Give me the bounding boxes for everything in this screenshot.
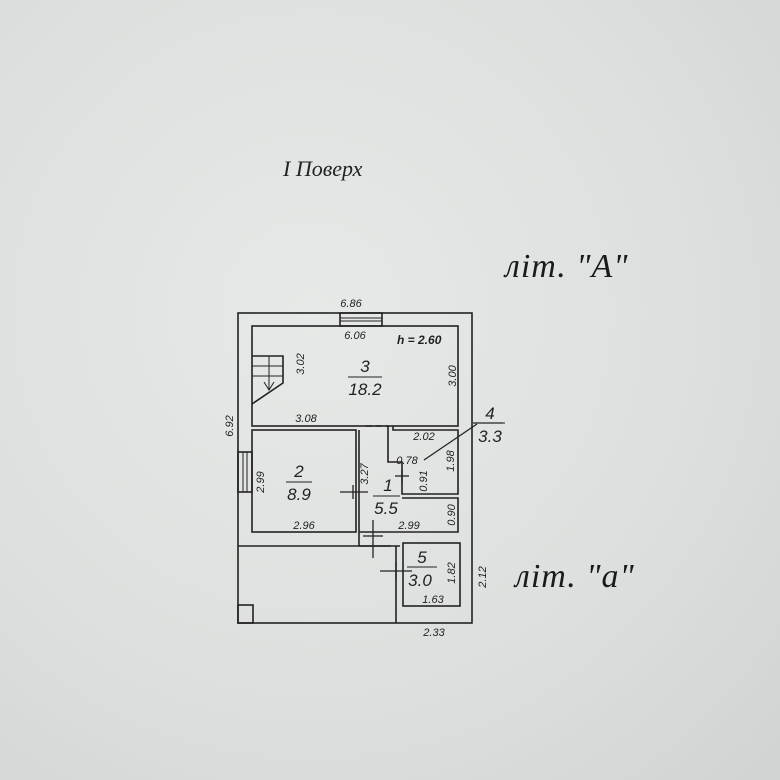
dim-room2-bottom: 2.96 xyxy=(292,520,315,532)
window-left xyxy=(237,451,253,493)
stairs-icon xyxy=(251,355,284,405)
room-4-number: 4 xyxy=(485,404,494,423)
dim-room3-bottom: 3.08 xyxy=(295,413,317,425)
dim-room2-left: 2.99 xyxy=(255,471,267,493)
room-3-number: 3 xyxy=(360,357,370,376)
room-labels xyxy=(286,376,505,568)
dimension-labels: 6.86 6.06 3.02 3.00 6.92 3.08 2.02 1.98 … xyxy=(224,298,489,639)
room-4-area: 3.3 xyxy=(478,427,502,446)
room-2-area: 8.9 xyxy=(287,485,311,504)
dim-annex-bottom: 2.33 xyxy=(422,627,445,639)
dim-stairs: 3.02 xyxy=(295,353,307,374)
floor-title: I Поверх xyxy=(283,156,363,181)
door-marks xyxy=(340,422,503,580)
dim-outer-top: 6.86 xyxy=(340,298,362,310)
dim-room4-right: 1.98 xyxy=(445,449,457,471)
window-top xyxy=(339,312,383,327)
room-3-area: 18.2 xyxy=(348,380,382,399)
building-label-main: літ. "А" xyxy=(505,248,629,285)
walls xyxy=(237,312,473,624)
dim-room5-right: 1.82 xyxy=(446,562,458,583)
height-note: h = 2.60 xyxy=(397,333,442,347)
dim-annex-right: 2.12 xyxy=(477,566,489,588)
dim-outer-left: 6.92 xyxy=(224,415,236,436)
building-label-annex: літ. "а" xyxy=(515,558,635,595)
room-1-number: 1 xyxy=(383,476,392,495)
dim-room3-top: 6.06 xyxy=(344,330,366,342)
room-5-area: 3.0 xyxy=(408,571,432,590)
room-5-number: 5 xyxy=(417,548,427,567)
dim-room1-right: 0.90 xyxy=(446,503,458,525)
dim-room4-inner-v: 0.91 xyxy=(418,470,430,491)
dim-room1-bottom: 2.99 xyxy=(397,520,419,532)
dim-room4-top: 2.02 xyxy=(412,431,434,443)
dim-room4-inner: 0.78 xyxy=(396,455,418,467)
dim-room3-right: 3.00 xyxy=(447,364,459,386)
dim-room2-right: 3.27 xyxy=(359,462,371,484)
dim-room5-bottom: 1.63 xyxy=(422,594,444,606)
room-1-area: 5.5 xyxy=(374,499,398,518)
room-2-number: 2 xyxy=(293,462,304,481)
